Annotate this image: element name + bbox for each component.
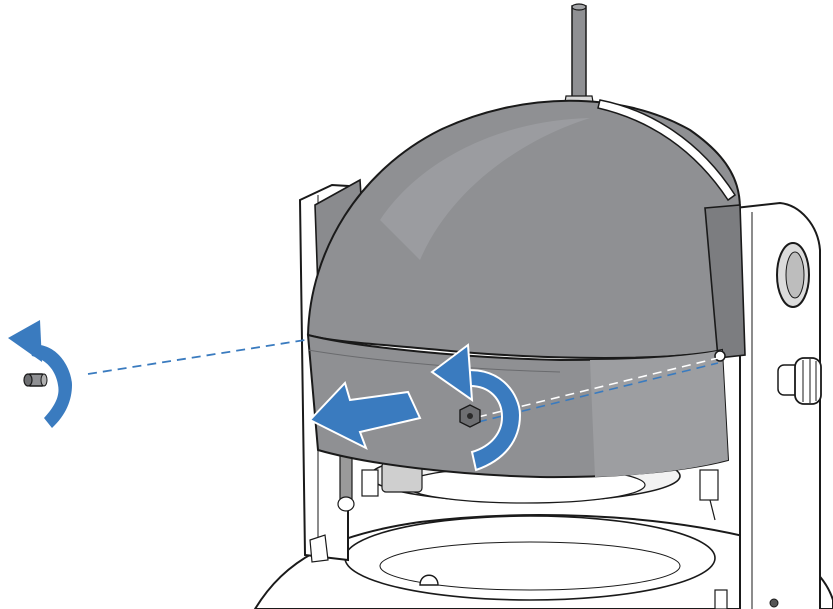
- left-bottom-clip: [309, 534, 329, 563]
- guide-line-left: [87, 339, 306, 375]
- guide-line-right-blue: [477, 362, 719, 423]
- housing-band-seam: [307, 349, 561, 373]
- removed-screw-icon: [23, 373, 48, 387]
- dome-rim-edge: [597, 99, 737, 202]
- guide-line-right: [477, 357, 719, 418]
- screw-in-place-icon: [459, 404, 481, 428]
- base-plate: [344, 515, 716, 601]
- right-frame-bracket: [704, 204, 746, 359]
- slide-left-arrow-icon: [308, 381, 422, 451]
- base-plate-rim: [379, 541, 681, 591]
- side-screw-hole: [714, 350, 726, 362]
- top-shaft: [563, 3, 595, 109]
- frame-hole-inner: [785, 251, 805, 299]
- bottom-right-fastener: [714, 589, 779, 609]
- housing-band-shade: [590, 350, 728, 477]
- counterclockwise-rotate-arrow-icon: [430, 343, 522, 472]
- knurled-knob-icon: [777, 357, 822, 405]
- counterclockwise-rotate-arrow-icon: [8, 320, 72, 428]
- plate-knob: [419, 574, 439, 586]
- housing-dome-highlight: [380, 118, 590, 260]
